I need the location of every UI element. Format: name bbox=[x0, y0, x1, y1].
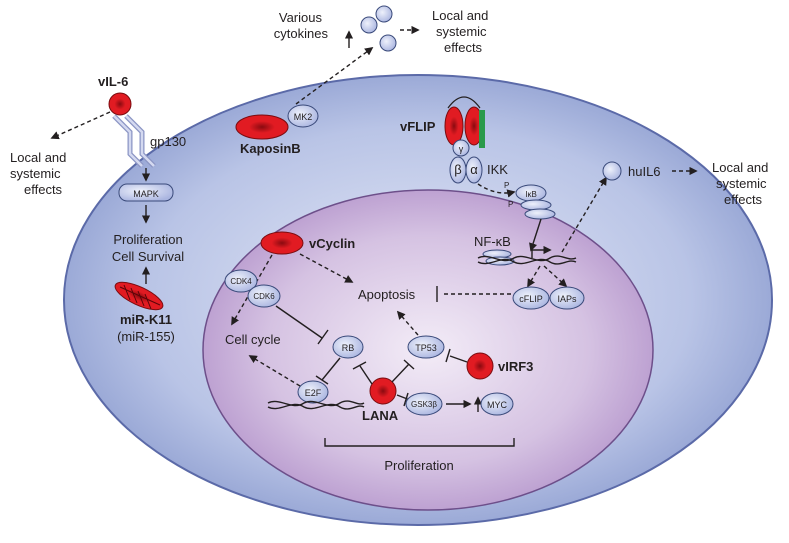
mk2-label: MK2 bbox=[294, 112, 313, 122]
vflip-complex bbox=[444, 96, 485, 148]
cflip-protein bbox=[512, 286, 550, 310]
vcyclin-protein bbox=[260, 231, 304, 255]
vflip-label: vFLIP bbox=[400, 119, 436, 134]
alpha-label: α bbox=[470, 162, 478, 177]
hul6-protein bbox=[602, 161, 622, 181]
kaposinb-label: KaposinB bbox=[240, 141, 301, 156]
nfkb-label: NF-κB bbox=[474, 234, 511, 249]
proliferation-survival-label-2: Cell Survival bbox=[112, 249, 184, 264]
virf3-inhibit-bar bbox=[445, 348, 451, 363]
mapk-box bbox=[118, 183, 174, 202]
virf3-protein bbox=[466, 352, 494, 380]
vcyclin-label: vCyclin bbox=[309, 236, 355, 251]
lana-inhibit-tp53-bar bbox=[403, 359, 415, 370]
nfkb-to-iaps-arrow bbox=[543, 265, 568, 288]
ikk-to-ikb-arrow bbox=[477, 183, 516, 198]
vil6-effects-label-1: Local and bbox=[10, 150, 66, 165]
cell-cycle-label: Cell cycle bbox=[225, 332, 281, 347]
vil6-effects-label-2: systemic bbox=[10, 166, 61, 181]
phospho-label-1: P bbox=[504, 181, 509, 190]
mir155-label: (miR-155) bbox=[117, 329, 175, 344]
cflip-label: cFLIP bbox=[519, 294, 543, 304]
gsk3b-label: GSK3β bbox=[411, 400, 437, 409]
lana-inhibits-rb bbox=[359, 365, 373, 385]
cytokine-effects-label-3: effects bbox=[444, 40, 483, 55]
tp53-to-apoptosis-arrow bbox=[396, 310, 419, 336]
ikb-label: IκB bbox=[525, 190, 537, 199]
rb-label: RB bbox=[342, 343, 355, 353]
lana-label: LANA bbox=[362, 408, 399, 423]
mk2-protein bbox=[287, 104, 319, 128]
tp53-label: TP53 bbox=[415, 343, 437, 353]
cytokine-effects-label-1: Local and bbox=[432, 8, 488, 23]
cdk6-label: CDK6 bbox=[253, 292, 275, 301]
lana-inhibit-gsk3b-bar bbox=[403, 392, 409, 407]
beta-label: β bbox=[454, 162, 461, 177]
e2f-label: E2F bbox=[305, 388, 322, 398]
phospho-label-2: P bbox=[508, 200, 513, 209]
gamma-label: γ bbox=[459, 144, 464, 154]
cytokine-2 bbox=[375, 5, 393, 23]
ikb-to-nfkb-arrow bbox=[529, 218, 542, 252]
mirk11-label: miR-K11 bbox=[120, 312, 172, 327]
iaps-protein bbox=[549, 286, 585, 310]
hul6-effects-label-1: Local and bbox=[712, 160, 768, 175]
cdk6-protein bbox=[247, 284, 281, 308]
lana-inhibit-rb-bar bbox=[352, 361, 367, 370]
cytokine-1 bbox=[360, 16, 378, 34]
ikk-label: IKK bbox=[487, 162, 508, 177]
proliferation-survival-label-1: Proliferation bbox=[113, 232, 182, 247]
rb-protein bbox=[332, 335, 364, 359]
various-cytokines-label-2: cytokines bbox=[274, 26, 329, 41]
mirk11-hairpin bbox=[114, 281, 164, 311]
ikb-complex bbox=[515, 184, 556, 220]
gp130-label: gp130 bbox=[150, 134, 186, 149]
nfkb-dna bbox=[477, 245, 577, 266]
cdk4-label: CDK4 bbox=[230, 277, 252, 286]
cdk-inhibits-rb bbox=[275, 305, 323, 339]
hul6-label: huIL6 bbox=[628, 164, 661, 179]
cytokine-3 bbox=[379, 34, 397, 52]
proliferation-label: Proliferation bbox=[384, 458, 453, 473]
vil6-label: vIL-6 bbox=[98, 74, 128, 89]
cdk-inhibit-bar bbox=[317, 329, 329, 345]
myc-protein bbox=[480, 392, 514, 416]
vcyclin-to-apoptosis-arrow bbox=[299, 253, 354, 283]
vil6-ligand bbox=[108, 92, 132, 116]
e2f-protein bbox=[297, 380, 329, 404]
lana-protein bbox=[369, 377, 397, 405]
vil6-effects-arrow bbox=[50, 111, 111, 140]
virf3-label: vIRF3 bbox=[498, 359, 533, 374]
hul6-effects-label-3: effects bbox=[724, 192, 763, 207]
lana-inhibits-tp53 bbox=[391, 363, 410, 383]
cytokine-effects-label-2: systemic bbox=[436, 24, 487, 39]
gsk3b-protein bbox=[405, 392, 443, 416]
rb-inhibits-e2f bbox=[321, 357, 341, 381]
ikk-gamma bbox=[452, 139, 470, 157]
virf3-inhibits-tp53 bbox=[449, 355, 468, 363]
iaps-label: IAPs bbox=[557, 294, 577, 304]
vil6-effects-label-3: effects bbox=[24, 182, 63, 197]
mapk-label: MAPK bbox=[133, 189, 159, 199]
myc-label: MYC bbox=[487, 400, 508, 410]
cdk4-protein bbox=[224, 269, 258, 293]
vcyclin-to-cellcycle-arrow bbox=[231, 254, 273, 326]
e2f-dna bbox=[267, 400, 365, 410]
e2f-to-cellcycle-arrow bbox=[248, 355, 301, 387]
nfkb-to-hul6-arrow bbox=[561, 176, 607, 253]
ikk-alpha bbox=[465, 156, 483, 184]
various-cytokines-label-1: Various bbox=[279, 10, 323, 25]
mk2-to-cytokines-arrow bbox=[295, 47, 374, 105]
proliferation-bracket bbox=[324, 438, 515, 447]
rb-inhibit-e2f-bar bbox=[315, 375, 329, 385]
kaposinb-protein bbox=[235, 114, 289, 140]
nfkb-to-cflip-arrow bbox=[527, 265, 541, 288]
apoptosis-label: Apoptosis bbox=[358, 287, 416, 302]
gp130-receptor bbox=[112, 114, 156, 168]
tp53-protein bbox=[407, 335, 445, 359]
hul6-effects-label-2: systemic bbox=[716, 176, 767, 191]
